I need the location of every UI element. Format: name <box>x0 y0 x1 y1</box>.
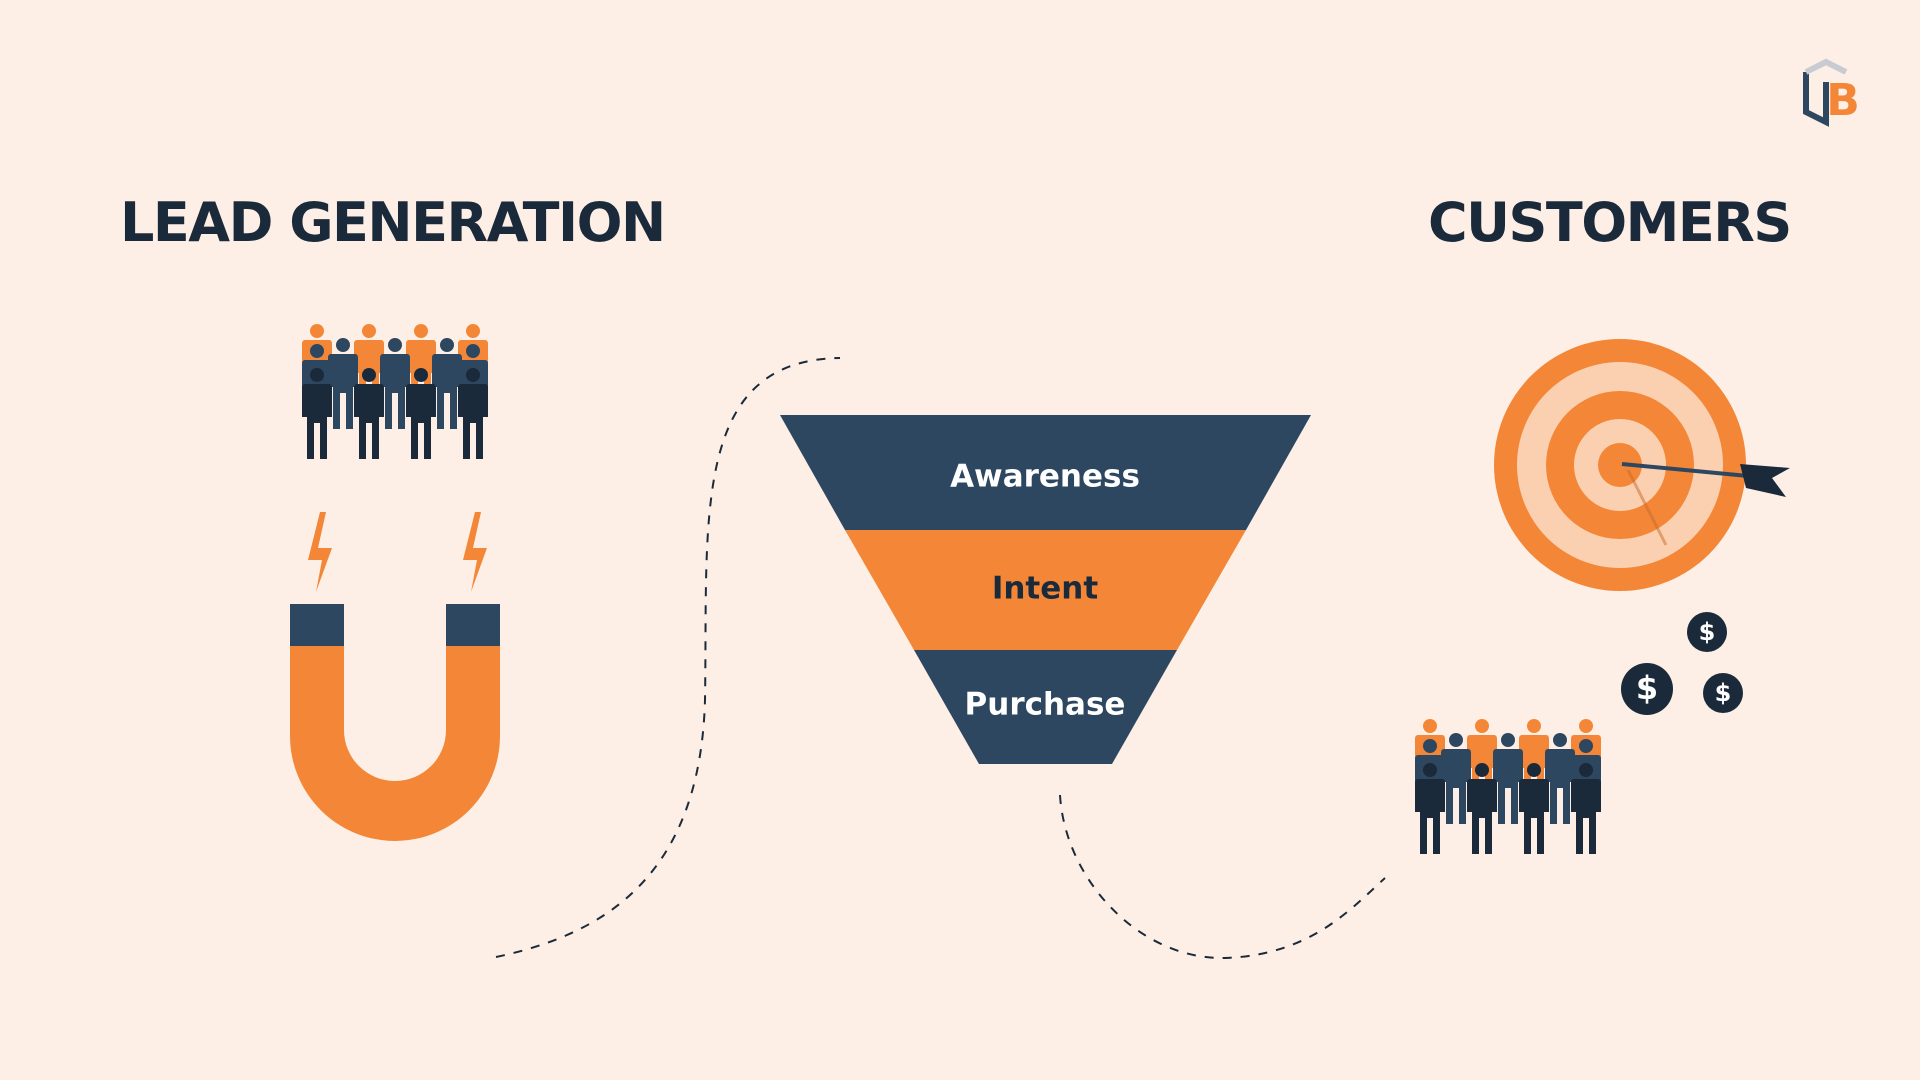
svg-text:B: B <box>1826 75 1860 126</box>
svg-text:$: $ <box>1715 679 1732 707</box>
brand-logo-icon: B <box>1803 58 1860 127</box>
magnet-icon <box>290 604 500 841</box>
funnel-icon: Awareness Intent Purchase <box>780 415 1311 764</box>
funnel-stage-intent <box>845 530 1246 650</box>
dollar-coin-icon: $ <box>1621 663 1673 715</box>
people-group-icon <box>302 324 488 459</box>
lightning-icon <box>308 512 332 592</box>
arrow-icon <box>1621 462 1790 497</box>
dollar-coin-icon: $ <box>1687 612 1727 652</box>
svg-text:$: $ <box>1636 669 1658 707</box>
customers-heading: CUSTOMERS <box>1428 191 1792 254</box>
funnel-stage-awareness <box>780 415 1311 530</box>
funnel-stage-purchase <box>914 650 1177 764</box>
dollar-coin-icon: $ <box>1703 673 1743 713</box>
dashed-connector-left <box>495 357 841 958</box>
funnel-label-awareness: Awareness <box>950 459 1140 495</box>
svg-text:$: $ <box>1699 618 1716 646</box>
people-group-icon <box>1415 719 1601 854</box>
funnel-label-purchase: Purchase <box>965 687 1126 723</box>
lightning-icon <box>463 512 487 592</box>
funnel-label-intent: Intent <box>992 571 1099 607</box>
target-icon <box>1494 339 1746 591</box>
lead-generation-heading: LEAD GENERATION <box>120 191 666 254</box>
dashed-connector-right <box>1059 794 1386 960</box>
